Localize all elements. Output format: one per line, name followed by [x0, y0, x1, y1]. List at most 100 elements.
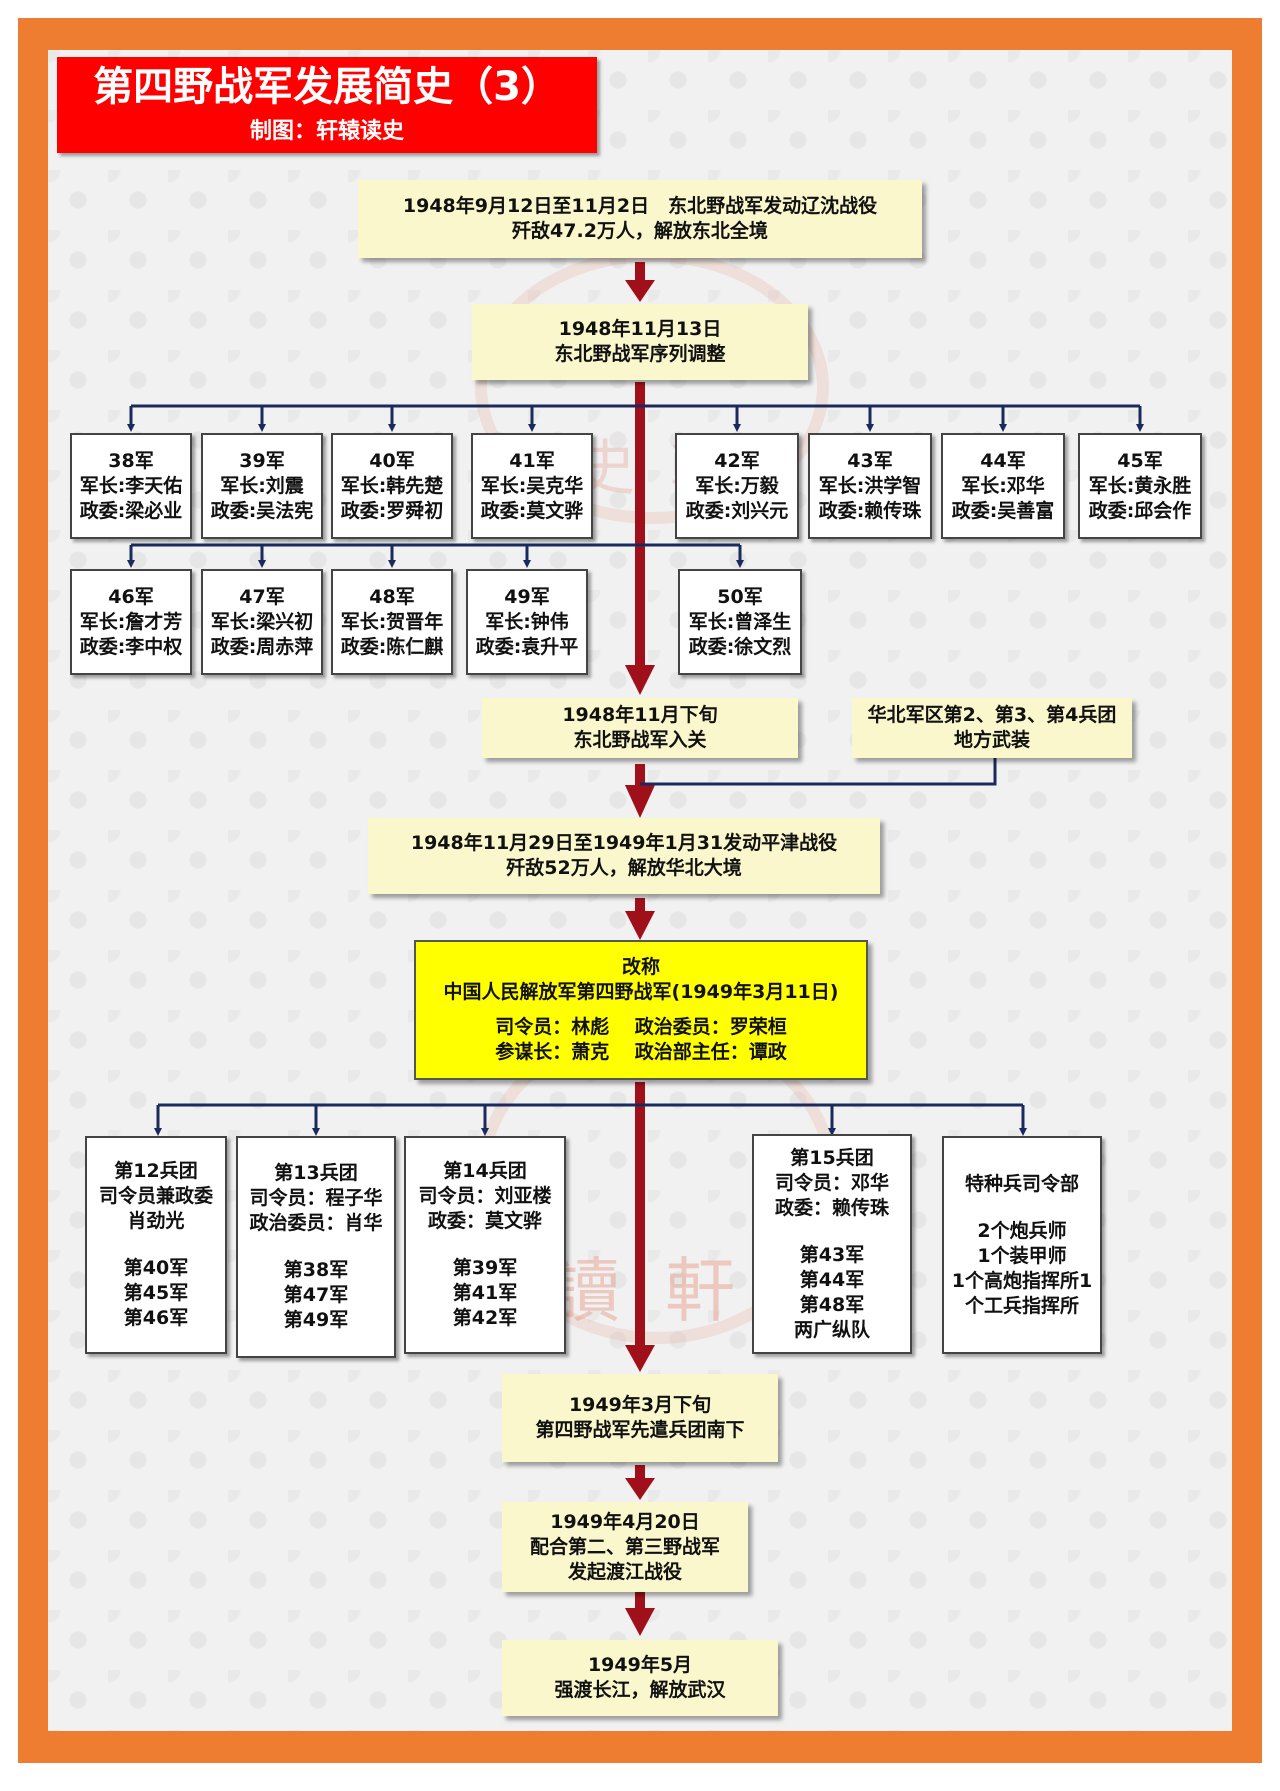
army-commander: 军长:万毅: [695, 474, 779, 497]
army-commissar: 政委:罗舜初: [340, 499, 444, 522]
event-reorg-line2: 东北野战军序列调整: [554, 343, 726, 365]
army-commander: 军长:洪学智: [818, 474, 922, 497]
event-enter-line2: 东北野战军入关: [573, 729, 707, 751]
army-commander: 军长:邓华: [961, 474, 1045, 497]
army-name: 39军: [239, 449, 285, 472]
army-name: 41军: [509, 449, 555, 472]
event-liaoshen: 1948年9月12日至11月2日 东北野战军发动辽沈战役 歼敌47.2万人，解放…: [358, 180, 922, 258]
army-40: 40军 军长:韩先楚 政委:罗舜初: [331, 433, 453, 539]
army-44: 44军 军长:邓华 政委:吴善富: [941, 433, 1065, 539]
event-wuhan: 1949年5月 强渡长江，解放武汉: [502, 1640, 778, 1716]
group-unit: 个工兵指挥所: [964, 1294, 1079, 1317]
army-commander: 军长:曾泽生: [688, 610, 792, 633]
group-special: 特种兵司令部 2个炮兵师 1个装甲师 1个高炮指挥所1 个工兵指挥所: [942, 1136, 1102, 1354]
event-liaoshen-line2: 歼敌47.2万人，解放东北全境: [512, 220, 768, 242]
army-46: 46军 军长:詹才芳 政委:李中权: [70, 569, 192, 675]
army-commissar: 政委:吴善富: [951, 499, 1055, 522]
group-leader: 司令员：邓华: [774, 1171, 889, 1194]
group-name: 第12兵团: [114, 1160, 198, 1182]
army-commander: 军长:吴克华: [480, 474, 584, 497]
army-name: 49军: [504, 585, 550, 608]
army-commander: 军长:韩先楚: [340, 474, 444, 497]
army-name: 48军: [369, 585, 415, 608]
army-commissar: 政委:李中权: [79, 635, 183, 658]
army-38: 38军 军长:李天佑 政委:梁必业: [70, 433, 192, 539]
army-commander: 军长:黄永胜: [1088, 474, 1192, 497]
event-crossing: 1949年4月20日 配合第二、第三野战军 发起渡江战役: [502, 1502, 748, 1592]
event-south-line1: 1949年3月下旬: [568, 1394, 712, 1416]
event-pingjin-line2: 歼敌52万人，解放华北大境: [506, 857, 742, 879]
army-42: 42军 军长:万毅 政委:刘兴元: [675, 433, 799, 539]
army-commander: 军长:詹才芳: [79, 610, 183, 633]
group-leader: 政治委员：肖华: [249, 1212, 383, 1234]
army-commissar: 政委:邱会作: [1088, 499, 1192, 522]
group-leader: 司令员：刘亚楼: [418, 1185, 552, 1207]
army-name: 42军: [714, 449, 760, 472]
event-crossing-line3: 发起渡江战役: [567, 1560, 682, 1583]
army-48: 48军 军长:贺晋年 政委:陈仁麒: [331, 569, 453, 675]
army-commander: 军长:梁兴初: [210, 610, 314, 633]
army-commissar: 政委:周赤萍: [210, 635, 314, 658]
army-name: 43军: [847, 449, 893, 472]
group-name: 特种兵司令部: [964, 1172, 1079, 1195]
group-unit: 2个炮兵师: [977, 1219, 1067, 1242]
army-41: 41军 军长:吴克华 政委:莫文骅: [471, 433, 593, 539]
event-reorg-line1: 1948年11月13日: [558, 318, 722, 340]
huabei-merge-line: [640, 758, 997, 786]
main-arrowheads: [625, 280, 655, 1636]
group-12: 第12兵团 司令员兼政委 肖劲光 第40军 第45军 第46军: [85, 1136, 227, 1354]
army-commissar: 政委:吴法宪: [210, 499, 314, 522]
army-commissar: 政委:刘兴元: [685, 499, 789, 522]
rename-name: 中国人民解放军第四野战军(1949年3月11日): [443, 981, 839, 1003]
rename-staff: 参谋长：萧克 政治部主任：谭政: [495, 1041, 787, 1063]
group-name: 第15兵团: [790, 1146, 874, 1169]
army-name: 40军: [369, 449, 415, 472]
group-unit: 1个高炮指挥所1: [951, 1269, 1093, 1292]
event-south: 1949年3月下旬 第四野战军先遣兵团南下: [502, 1374, 778, 1462]
army-commissar: 政委:袁升平: [475, 635, 579, 658]
group-unit: 第49军: [283, 1309, 349, 1331]
title-banner: 第四野战军发展简史（3） 制图：轩辕读史: [57, 57, 597, 153]
rename-head: 改称: [621, 956, 660, 978]
group-name: 第13兵团: [274, 1162, 358, 1184]
army-commissar: 政委:赖传珠: [818, 499, 922, 522]
army-commissar: 政委:陈仁麒: [340, 635, 444, 658]
group-name: 第14兵团: [443, 1160, 527, 1182]
army-43: 43军 军长:洪学智 政委:赖传珠: [808, 433, 932, 539]
group-unit: 第46军: [123, 1307, 189, 1329]
group-unit: 第43军: [799, 1243, 865, 1266]
page-subtitle: 制图：轩辕读史: [249, 119, 404, 144]
army-name: 47军: [239, 585, 285, 608]
group-unit: 第41军: [452, 1282, 518, 1304]
event-rename: 改称 中国人民解放军第四野战军(1949年3月11日) 司令员：林彪 政治委员：…: [414, 940, 868, 1080]
watermark-char-2: 軒: [665, 1250, 735, 1332]
army-47: 47军 军长:梁兴初 政委:周赤萍: [201, 569, 323, 675]
event-wuhan-line1: 1949年5月: [587, 1654, 693, 1676]
army-39: 39军 军长:刘震 政委:吴法宪: [201, 433, 323, 539]
event-south-line2: 第四野战军先遣兵团南下: [535, 1419, 745, 1441]
army-50: 50军 军长:曾泽生 政委:徐文烈: [678, 569, 802, 675]
army-name: 44军: [980, 449, 1026, 472]
group-unit: 第42军: [452, 1307, 518, 1329]
group-unit: 第38军: [283, 1259, 349, 1281]
event-pingjin-line1: 1948年11月29日至1949年1月31发动平津战役: [410, 832, 838, 854]
group-15: 第15兵团 司令员：邓华 政委：赖传珠 第43军 第44军 第48军 两广纵队: [752, 1134, 912, 1354]
event-crossing-line1: 1949年4月20日: [550, 1510, 700, 1533]
army-commander: 军长:李天佑: [79, 474, 183, 497]
army-name: 46军: [108, 585, 154, 608]
army-commissar: 政委:梁必业: [79, 499, 183, 522]
army-commander: 军长:贺晋年: [340, 610, 444, 633]
group-leader: 司令员兼政委: [98, 1185, 213, 1207]
group-unit: 第44军: [799, 1268, 865, 1291]
event-liaoshen-line1: 1948年9月12日至11月2日 东北野战军发动辽沈战役: [402, 195, 878, 217]
group-leader: 司令员：程子华: [249, 1187, 383, 1209]
event-reorg: 1948年11月13日 东北野战军序列调整: [472, 304, 808, 380]
event-huabei-line2: 地方武装: [953, 729, 1030, 751]
group-unit: 第40军: [123, 1257, 189, 1279]
group-unit: 第39军: [452, 1257, 518, 1279]
group-unit: 第45军: [123, 1282, 189, 1304]
group-13: 第13兵团 司令员：程子华 政治委员：肖华 第38军 第47军 第49军: [236, 1136, 396, 1358]
event-enter-line1: 1948年11月下旬: [562, 704, 718, 726]
branch-groups: [154, 1103, 1027, 1136]
